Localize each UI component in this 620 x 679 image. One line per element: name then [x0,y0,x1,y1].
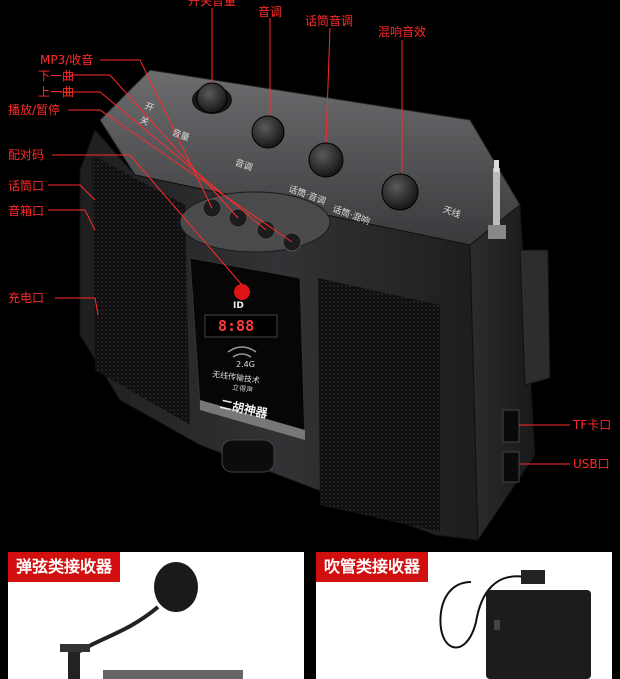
receiver-cable-illustration [439,570,591,679]
right-grille [318,278,440,532]
antenna [488,160,506,239]
receiver-unit [486,590,591,679]
knob-volume [192,82,232,114]
led-screen [204,314,278,338]
knob-reverb [381,173,419,211]
label-speaker-port: 音箱口 [8,204,45,218]
belt-clip [519,249,551,386]
cable [439,575,527,649]
label-charge-port: 充电口 [8,291,45,305]
clip-arm [60,644,90,652]
label-play-pause: 播放/暂停 [8,103,61,117]
wireless-icon [227,346,257,358]
leader-lines [48,8,570,465]
knob-tone [251,115,285,149]
wireless-freq: 2.4G [236,360,255,369]
panel-tag-string-receiver: 弹弦类接收器 [8,552,121,582]
label-reverb: 混响音效 [378,25,427,39]
pair-indicator [234,284,250,300]
panel-string-receiver: 弹弦类接收器 [8,552,304,679]
display-id: ID [233,301,244,311]
label-prev-track: 上一曲 [38,85,75,99]
display-trim [200,400,305,440]
plug-icon [521,570,545,584]
label-tf-slot: TF卡口 [573,418,612,432]
panel-tag-wind-receiver: 吹管类接收器 [316,552,429,582]
knob-mic-tone [308,142,344,178]
label-mp3-radio: MP3/收音 [40,53,94,67]
clip-body [68,652,80,679]
label-tone: 音调 [258,5,283,19]
receiver-body [103,670,243,679]
label-mic-port: 话筒口 [8,179,45,193]
label-next-track: 下一曲 [38,69,75,83]
label-usb-slot: USB口 [573,457,610,471]
label-mic-tone: 话筒音调 [305,14,354,28]
speaker-device [48,8,570,542]
left-grille [92,155,190,425]
label-power-volume: 开关音量 [188,0,237,8]
panel-wind-receiver: 吹管类接收器 [316,552,612,679]
display-digits: 8:88 [218,317,255,335]
mic-foam-icon [154,562,198,612]
label-pair-code: 配对码 [8,148,45,162]
tf-slot [502,409,520,443]
usb-slot [502,451,520,483]
clip-mic-illustration [60,562,243,679]
carry-slot [221,439,275,473]
